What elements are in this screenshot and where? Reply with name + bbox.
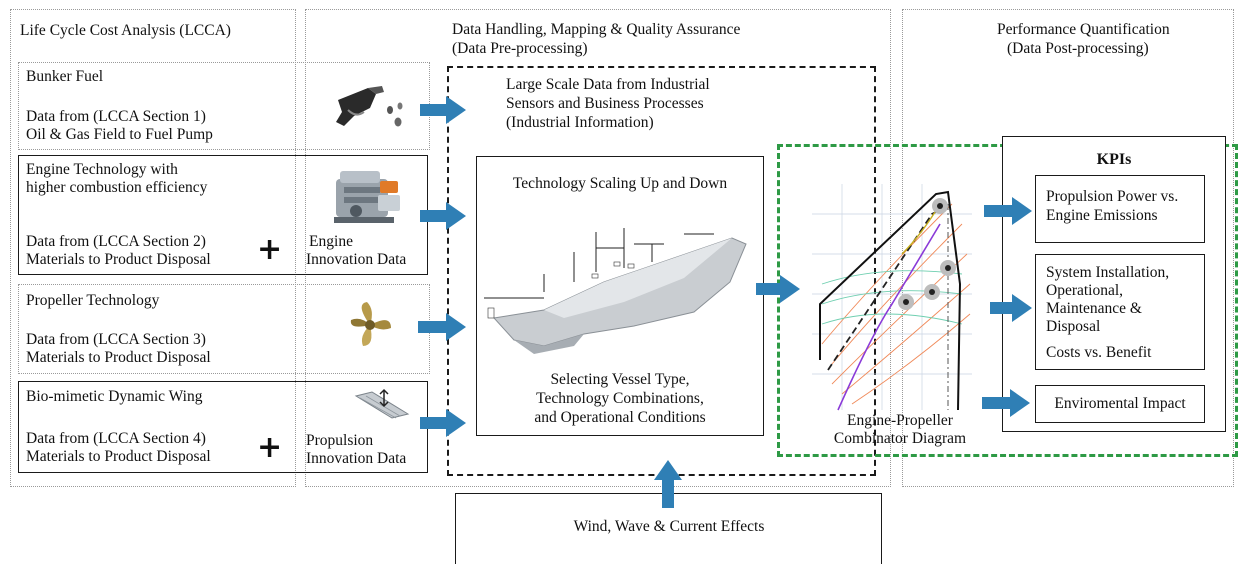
propeller-tech-data-line1: Data from (LCCA Section 3) — [26, 331, 206, 348]
engine-innovation-line1: Engine — [309, 233, 353, 250]
wing-data-line1: Data from (LCCA Section 4) — [26, 430, 206, 447]
bunker-fuel-data-line1: Data from (LCCA Section 1) — [26, 108, 206, 125]
lcca-panel — [10, 9, 296, 487]
kpi-system-line5: Costs vs. Benefit — [1046, 344, 1152, 361]
data-handling-panel — [305, 9, 891, 487]
selecting-vessel-line3: and Operational Conditions — [534, 409, 706, 426]
bunker-fuel-title: Bunker Fuel — [26, 68, 104, 85]
wing-icon — [354, 388, 410, 419]
selecting-vessel-line1: Selecting Vessel Type, — [550, 371, 690, 388]
combinator-caption-line1: Engine-Propeller — [847, 412, 953, 429]
arrow-bunker-to-data — [420, 96, 466, 124]
wing-data-line2: Materials to Product Disposal — [26, 448, 211, 465]
engine-tech-data-line2: Materials to Product Disposal — [26, 251, 211, 268]
selecting-vessel-line2: Technology Combinations, — [536, 390, 704, 407]
arrow-wing-to-data — [420, 409, 466, 437]
kpi-system-line3: Maintenance & — [1046, 300, 1142, 317]
large-scale-data-line1: Large Scale Data from Industrial — [506, 76, 710, 93]
propeller-icon — [350, 302, 391, 346]
arrow-data-to-combinator — [756, 275, 800, 303]
propeller-tech-data-line2: Materials to Product Disposal — [26, 349, 211, 366]
environment-effects-label: Wind, Wave & Current Effects — [573, 518, 765, 535]
engine-icon — [334, 171, 400, 223]
kpi-system-line4: Disposal — [1046, 318, 1101, 335]
engine-tech-data-line1: Data from (LCCA Section 2) — [26, 233, 206, 250]
engine-innovation-line2: Innovation Data — [306, 251, 407, 268]
large-scale-data-line3: (Industrial Information) — [506, 114, 654, 131]
engine-plus-sign: + — [257, 232, 283, 267]
propeller-tech-title: Propeller Technology — [26, 292, 160, 309]
lcca-title: Life Cycle Cost Analysis (LCCA) — [20, 22, 231, 39]
arrow-to-kpi-3 — [982, 389, 1030, 417]
performance-panel — [902, 9, 1234, 487]
engine-tech-title-line1: Engine Technology with — [26, 161, 178, 178]
arrow-propeller-to-data — [418, 313, 466, 341]
technology-scaling-title: Technology Scaling Up and Down — [512, 175, 728, 192]
performance-subtitle: (Data Post-processing) — [1007, 40, 1149, 57]
engine-tech-title-line2: higher combustion efficiency — [26, 179, 208, 196]
arrow-environment-up — [654, 460, 682, 508]
propulsion-innovation-line1: Propulsion — [306, 432, 374, 449]
kpi-propulsion-line2: Engine Emissions — [1046, 207, 1158, 224]
arrow-to-kpi-1 — [984, 197, 1032, 225]
wing-title: Bio-mimetic Dynamic Wing — [26, 388, 203, 405]
fuel-nozzle-icon — [336, 86, 403, 127]
combinator-caption-line2: Combinator Diagram — [833, 430, 967, 447]
kpi-propulsion-line1: Propulsion Power vs. — [1046, 188, 1179, 205]
combinator-diagram-icon — [812, 184, 972, 411]
performance-title: Performance Quantification — [997, 21, 1170, 38]
arrow-to-kpi-2 — [990, 294, 1032, 322]
kpi-environmental-label: Enviromental Impact — [1054, 395, 1186, 412]
kpis-title: KPIs — [1096, 151, 1132, 168]
kpi-system-line2: Operational, — [1046, 282, 1124, 299]
vessel-model-icon — [484, 228, 747, 354]
arrow-engine-to-data — [420, 202, 466, 230]
kpi-system-costs — [1035, 254, 1205, 370]
data-handling-subtitle: (Data Pre-processing) — [452, 40, 588, 57]
large-scale-data-line2: Sensors and Business Processes — [506, 95, 704, 112]
kpi-system-line1: System Installation, — [1046, 264, 1170, 281]
bunker-fuel-data-line2: Oil & Gas Field to Fuel Pump — [26, 126, 213, 143]
data-handling-title: Data Handling, Mapping & Quality Assuran… — [452, 21, 741, 38]
propulsion-innovation-line2: Innovation Data — [306, 450, 407, 467]
kpi-propulsion-emissions — [1035, 175, 1205, 243]
kpi-environmental-impact — [1035, 385, 1205, 423]
wing-plus-sign: + — [257, 430, 283, 465]
